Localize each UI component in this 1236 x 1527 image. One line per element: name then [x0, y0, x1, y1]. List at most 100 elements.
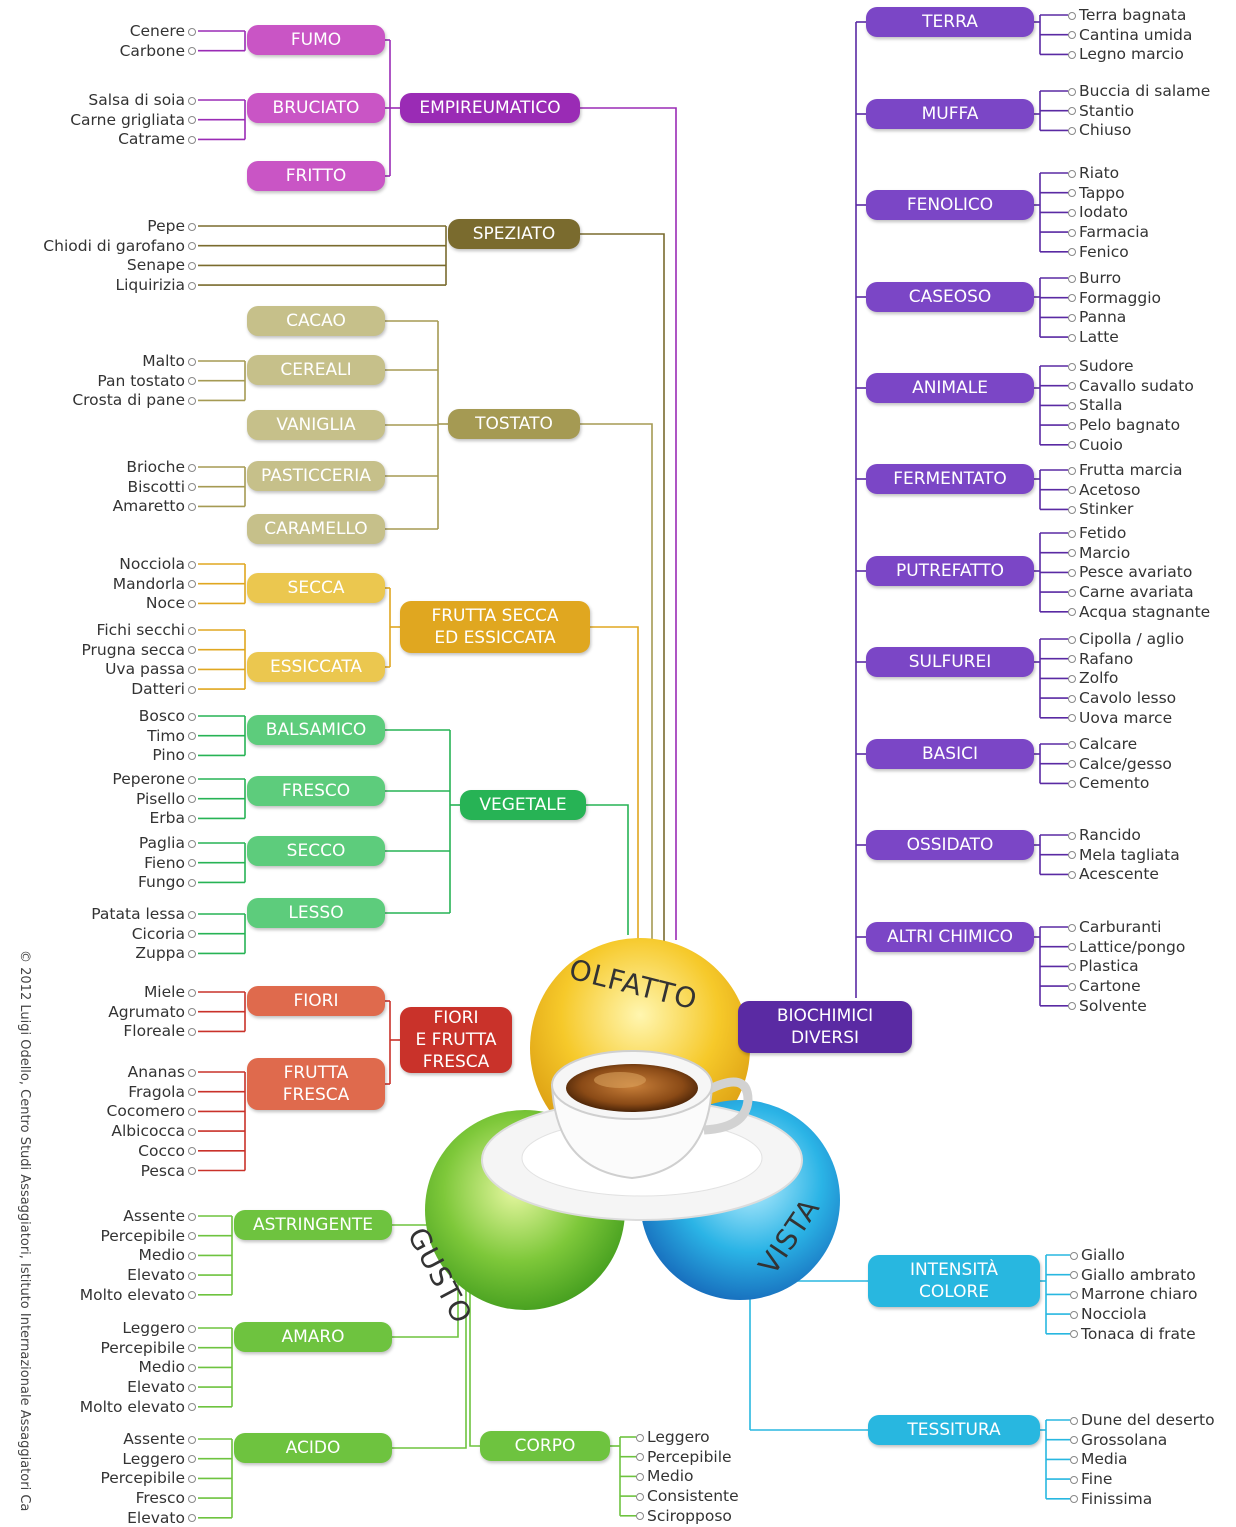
- leaf-label: Marrone chiaro: [1081, 1285, 1198, 1304]
- leaf-dot: [188, 814, 196, 823]
- leaf-dot: [1068, 549, 1076, 558]
- leaf-label: Giallo: [1081, 1246, 1125, 1264]
- leaf-dot: [1068, 962, 1076, 971]
- leaf-dot: [188, 135, 196, 144]
- leaf-prugna-secca: Prugna secca: [81, 641, 196, 659]
- subcategory-altri-chimico: ALTRI CHIMICO: [866, 922, 1034, 952]
- leaf-pisello: Pisello: [136, 790, 196, 808]
- leaf-fungo: Fungo: [138, 873, 196, 891]
- leaf-label: Albicocca: [111, 1122, 185, 1141]
- leaf-medio: Medio: [138, 1246, 196, 1264]
- leaf-dot: [188, 1324, 196, 1333]
- leaf-biscotti: Biscotti: [128, 478, 196, 496]
- leaf-dot: [188, 1107, 196, 1116]
- leaf-label: Crosta di pane: [72, 391, 185, 410]
- leaf-dot: [1070, 1310, 1078, 1319]
- leaf-label: Salsa di soia: [88, 91, 185, 109]
- leaf-legno-marcio: Legno marcio: [1068, 45, 1184, 63]
- leaf-fetido: Fetido: [1068, 524, 1126, 542]
- leaf-solvente: Solvente: [1068, 997, 1147, 1015]
- leaf-dot: [188, 560, 196, 569]
- leaf-calcare: Calcare: [1068, 735, 1137, 753]
- leaf-dot: [1068, 714, 1076, 723]
- leaf-riato: Riato: [1068, 164, 1119, 182]
- leaf-dot: [188, 878, 196, 887]
- leaf-label: Plastica: [1079, 957, 1139, 976]
- leaf-dot: [188, 665, 196, 674]
- leaf-label: Lattice/pongo: [1079, 937, 1186, 956]
- leaf-label: Medio: [138, 1246, 185, 1265]
- leaf-salsa-di-soia: Salsa di soia: [88, 91, 196, 109]
- subcategory-fiori: FIORI: [247, 986, 385, 1016]
- leaf-label: Percepibile: [100, 1338, 185, 1357]
- category-fiori-e-frutta-fresca-line: E FRUTTA: [415, 1030, 497, 1050]
- leaf-terra-bagnata: Terra bagnata: [1068, 6, 1186, 24]
- leaf-bosco: Bosco: [139, 707, 196, 725]
- subcategory-basici: BASICI: [866, 739, 1034, 769]
- leaf-dot: [1068, 11, 1076, 20]
- leaf-label: Stinker: [1079, 500, 1134, 519]
- leaf-dot: [1070, 1290, 1078, 1299]
- subcategory-sulfurei: SULFUREI: [866, 647, 1034, 677]
- leaf-carne-grigliata: Carne grigliata: [70, 111, 196, 129]
- subcategory-frutta-fresca-line: FRUTTA: [283, 1063, 349, 1083]
- leaf-dot: [188, 281, 196, 290]
- leaf-dot: [1068, 779, 1076, 788]
- leaf-label: Zolfo: [1079, 669, 1119, 688]
- subcategory-bruciato: BRUCIATO: [247, 93, 385, 123]
- leaf-label: Uova marce: [1079, 708, 1173, 727]
- leaf-dot: [1068, 169, 1076, 178]
- leaf-dot: [188, 646, 196, 655]
- leaf-dot: [188, 222, 196, 231]
- leaf-dot: [1068, 505, 1076, 514]
- leaf-label: Pepe: [147, 217, 185, 235]
- leaf-dot: [1068, 441, 1076, 450]
- leaf-dot: [636, 1453, 644, 1462]
- subcategory-fenolico: FENOLICO: [866, 190, 1034, 220]
- leaf-leggero: Leggero: [122, 1450, 196, 1468]
- leaf-brioche: Brioche: [126, 458, 196, 476]
- category-tostato: TOSTATO: [448, 409, 580, 439]
- leaf-dot: [1068, 694, 1076, 703]
- leaf-dot: [188, 1494, 196, 1503]
- leaf-finissima: Finissima: [1070, 1490, 1152, 1508]
- leaf-label: Buccia di salame: [1079, 82, 1211, 100]
- leaf-label: Acqua stagnante: [1079, 602, 1211, 621]
- leaf-percepibile: Percepibile: [100, 1227, 196, 1245]
- leaf-elevato: Elevato: [127, 1378, 196, 1396]
- leaf-dot: [1068, 333, 1076, 342]
- leaf-dot: [188, 1212, 196, 1221]
- leaf-zolfo: Zolfo: [1068, 669, 1118, 687]
- leaf-carne-avariata: Carne avariata: [1068, 583, 1194, 601]
- leaf-fenico: Fenico: [1068, 243, 1129, 261]
- leaf-dot: [1070, 1436, 1078, 1445]
- leaf-agrumato: Agrumato: [108, 1003, 196, 1021]
- leaf-dot: [188, 1027, 196, 1036]
- leaf-percepibile: Percepibile: [100, 1469, 196, 1487]
- leaf-dot: [1068, 228, 1076, 237]
- leaf-label: Fetido: [1079, 524, 1127, 542]
- leaf-dot: [1068, 923, 1076, 932]
- category-biochimici-diversi-line: BIOCHIMICI: [776, 1006, 874, 1026]
- leaf-label: Fragola: [128, 1082, 185, 1101]
- leaf-dot: [1068, 870, 1076, 879]
- leaf-dot: [188, 116, 196, 125]
- leaf-dot: [188, 599, 196, 608]
- leaf-panna: Panna: [1068, 308, 1126, 326]
- leaf-label: Assente: [123, 1207, 185, 1225]
- leaf-dot: [1068, 674, 1076, 683]
- subcategory-fermentato: FERMENTATO: [866, 464, 1034, 494]
- leaf-dot: [188, 483, 196, 492]
- gusto-acido: ACIDO: [234, 1433, 392, 1463]
- leaf-stalla: Stalla: [1068, 396, 1123, 414]
- leaf-elevato: Elevato: [127, 1266, 196, 1284]
- leaf-dot: [188, 27, 196, 36]
- leaf-dot: [188, 732, 196, 741]
- leaf-label: Rafano: [1079, 649, 1134, 668]
- leaf-floreale: Floreale: [123, 1022, 196, 1040]
- leaf-dot: [188, 1232, 196, 1241]
- leaf-label: Molto elevato: [79, 1285, 185, 1304]
- category-fiori-e-frutta-fresca-line: FRESCA: [422, 1052, 490, 1072]
- subcategory-frutta-fresca-line: FRESCA: [282, 1085, 350, 1105]
